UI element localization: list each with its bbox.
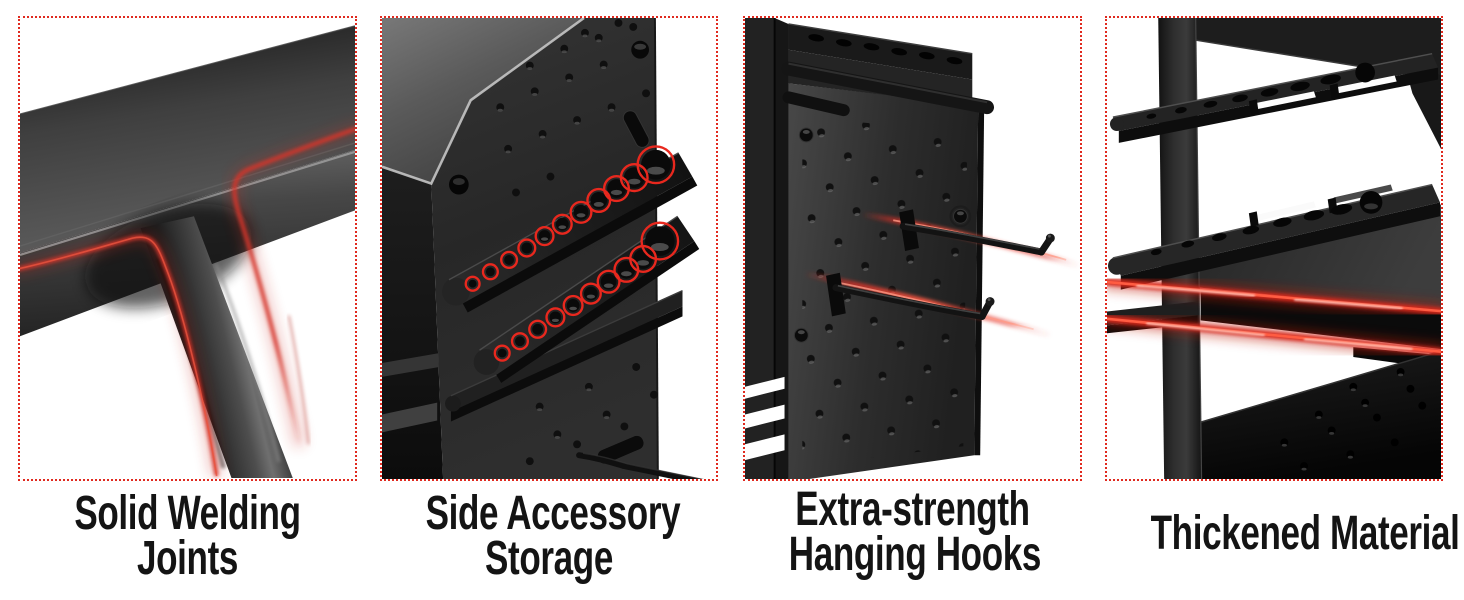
feature-caption-line: Solid Welding	[74, 487, 301, 540]
feature-material: Thickened Material	[1105, 16, 1460, 560]
feature-caption-line: Side Accessory	[425, 487, 681, 540]
feature-caption: Solid Welding Joints	[64, 487, 311, 585]
side-storage-image	[380, 16, 718, 481]
feature-caption-line: Joints	[136, 532, 238, 585]
material-image	[1105, 16, 1443, 481]
feature-caption-line: Extra-strength	[795, 483, 1030, 536]
feature-caption: Thickened Material	[1150, 507, 1460, 560]
welding-joint-illustration	[20, 25, 355, 479]
hanging-hooks-illustration	[745, 18, 1080, 479]
feature-caption: Extra-strength Hanging Hooks	[788, 483, 1042, 581]
side-storage-illustration	[382, 18, 705, 479]
thick-material-illustration	[1107, 18, 1441, 479]
welded-joint-image	[18, 16, 357, 481]
feature-caption-line: Storage	[485, 532, 613, 585]
feature-welding: Solid Welding Joints	[18, 16, 357, 585]
feature-caption: Side Accessory Storage	[425, 487, 681, 585]
feature-caption-line: Hanging Hooks	[788, 528, 1042, 581]
hooks-image	[743, 16, 1082, 481]
feature-hooks: Extra-strength Hanging Hooks	[743, 16, 1082, 581]
feature-side-storage: Side Accessory Storage	[380, 16, 718, 585]
feature-caption-line: Thickened Material	[1150, 507, 1460, 560]
